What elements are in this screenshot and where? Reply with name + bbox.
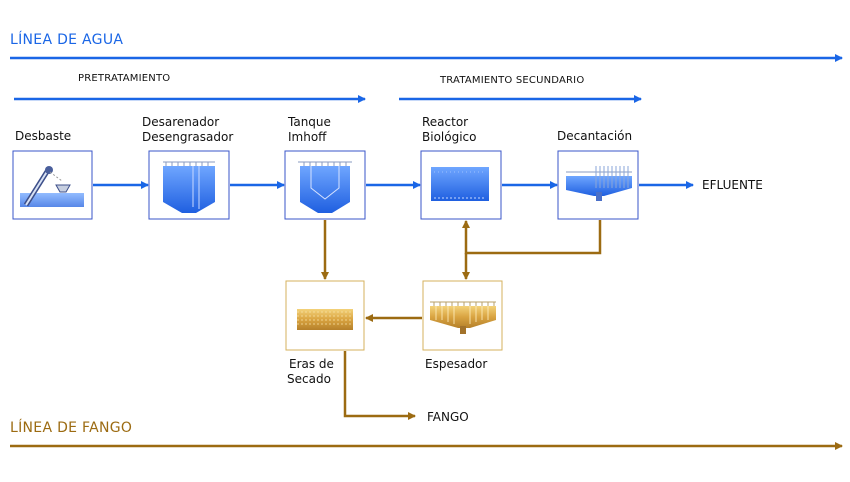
reactor-label-line2: Biológico	[422, 130, 477, 144]
decantacion-icon	[557, 150, 639, 220]
pretreatment-label: PRETRATAMIENTO	[78, 73, 171, 84]
decantacion-label: Decantación	[557, 129, 633, 143]
secondary-treatment-label: TRATAMIENTO SECUNDARIO	[440, 75, 585, 86]
effluent-label: EFLUENTE	[702, 178, 763, 192]
eras-label-line1: Eras de	[289, 357, 334, 371]
sludge-line-title: LÍNEA DE FANGO	[10, 420, 133, 436]
water-line-title: LÍNEA DE AGUA	[10, 32, 124, 48]
desarenador-label-line2: Desengrasador	[142, 130, 234, 144]
eras-secado-icon	[285, 280, 365, 351]
reactor-label-line1: Reactor	[422, 115, 469, 129]
desbaste-icon	[12, 150, 93, 220]
imhoff-label-line1: Tanque	[288, 115, 331, 129]
arrow-eras-fango	[343, 351, 416, 420]
fango-output-label: FANGO	[427, 410, 469, 424]
espesador-label: Espesador	[425, 357, 488, 371]
imhoff-label-line2: Imhoff	[288, 130, 327, 144]
arrow-decantacion-recirculation	[462, 220, 602, 255]
desarenador-label-line1: Desarenador	[142, 115, 220, 129]
desarenador-icon	[148, 150, 230, 220]
reactor-icon	[420, 150, 502, 220]
eras-label-line2: Secado	[287, 372, 331, 386]
desbaste-label: Desbaste	[15, 129, 72, 143]
imhoff-icon	[284, 150, 366, 220]
espesador-icon	[422, 280, 503, 351]
